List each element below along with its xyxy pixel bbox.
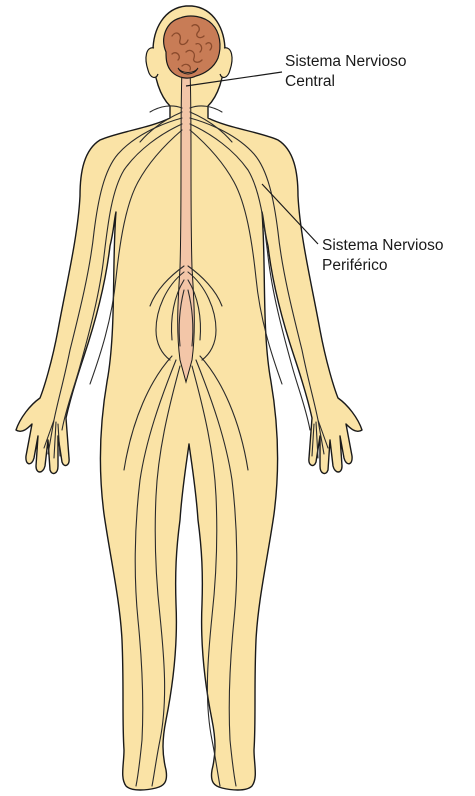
central-label-line2: Central (285, 73, 335, 90)
peripheral-label-line2: Periférico (322, 257, 387, 274)
peripheral-label-line1: Sistema Nervioso (322, 237, 443, 254)
central-label-line1: Sistema Nervioso (285, 53, 406, 70)
